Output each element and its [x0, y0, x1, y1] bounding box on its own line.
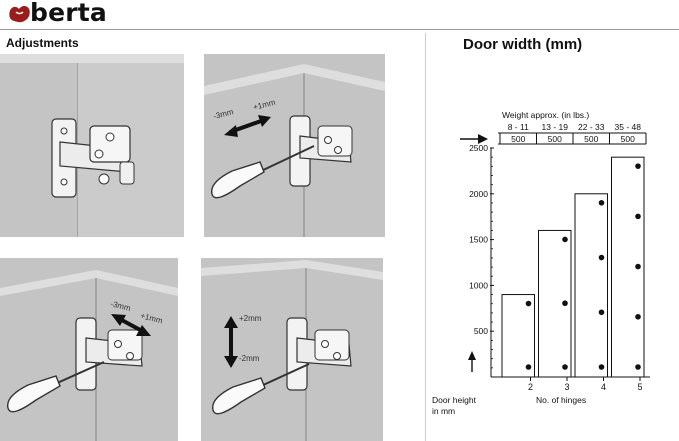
x-tick-label: 3	[564, 382, 569, 392]
screwdriver-icon	[212, 363, 310, 415]
adjust-label-plus: +2mm	[239, 314, 262, 323]
vertical-adjust-arrow	[224, 316, 238, 368]
adjustments-title: Adjustments	[6, 36, 79, 50]
weight-range-label: 8 - 11	[508, 122, 529, 132]
x-tick-label: 2	[528, 382, 533, 392]
width-label: 500	[621, 134, 635, 144]
y-tick-label: 500	[474, 326, 488, 336]
y-tick-label: 1000	[469, 280, 488, 290]
section-divider	[425, 33, 426, 441]
brand-name: berta	[30, 0, 108, 27]
horizontal-adjust-arrow	[224, 115, 271, 137]
hinge-dot	[562, 300, 568, 307]
hinge-dot	[525, 300, 532, 307]
y-tick-label: 2500	[469, 143, 488, 153]
screwdriver-icon	[211, 145, 315, 199]
weight-range-label: 35 - 48	[615, 122, 642, 132]
bar	[501, 294, 535, 378]
hinge-dot	[635, 213, 641, 220]
weight-range-label: 22 - 33	[578, 122, 605, 132]
adjust-panel-4: +2mm -2mm	[201, 258, 383, 441]
hinge-dot	[562, 236, 568, 243]
adjust-panel-1	[0, 54, 184, 237]
hinge-illustration	[51, 118, 135, 198]
hinge-dot	[635, 163, 641, 169]
hinge-illustration	[289, 115, 353, 187]
hinge-dot	[598, 200, 605, 206]
ylabel-line1: Door height	[432, 395, 477, 405]
width-arrow-head-icon	[478, 134, 488, 144]
chart-title: Door width (mm)	[463, 36, 583, 53]
weight-range-label: 13 - 19	[542, 122, 569, 132]
x-tick-label: 4	[601, 382, 606, 392]
height-arrow-head-icon	[468, 351, 476, 360]
ylabel-line2: in mm	[432, 406, 455, 416]
adjust-label-minus: -2mm	[239, 354, 260, 363]
header-rule	[0, 29, 679, 30]
hinge-dot	[598, 309, 605, 316]
width-label: 500	[511, 134, 525, 144]
y-tick-label: 2000	[469, 189, 488, 199]
hinge-dot	[635, 364, 641, 370]
hinge-dot	[598, 254, 605, 261]
brand-logo-icon	[9, 6, 30, 23]
adjust-panel-3: -3mm +1mm	[0, 258, 178, 441]
hinge-dot	[525, 364, 532, 370]
hinge-dot	[635, 313, 641, 320]
hinge-dot	[562, 364, 568, 370]
horizontal-adjust-arrow	[111, 314, 151, 336]
x-tick-label: 5	[637, 382, 642, 392]
hinge-dot	[598, 364, 605, 370]
xlabel: No. of hinges	[536, 395, 586, 405]
screwdriver-icon	[7, 361, 105, 413]
brand-logo	[6, 0, 136, 28]
adjust-panel-2: -3mm +1mm	[204, 54, 385, 237]
y-tick-label: 1500	[469, 235, 488, 245]
width-label: 500	[548, 134, 562, 144]
hinge-dot	[635, 263, 641, 270]
width-label: 500	[584, 134, 598, 144]
weight-title: Weight approx. (in lbs.)	[502, 110, 589, 120]
bar	[574, 193, 608, 378]
